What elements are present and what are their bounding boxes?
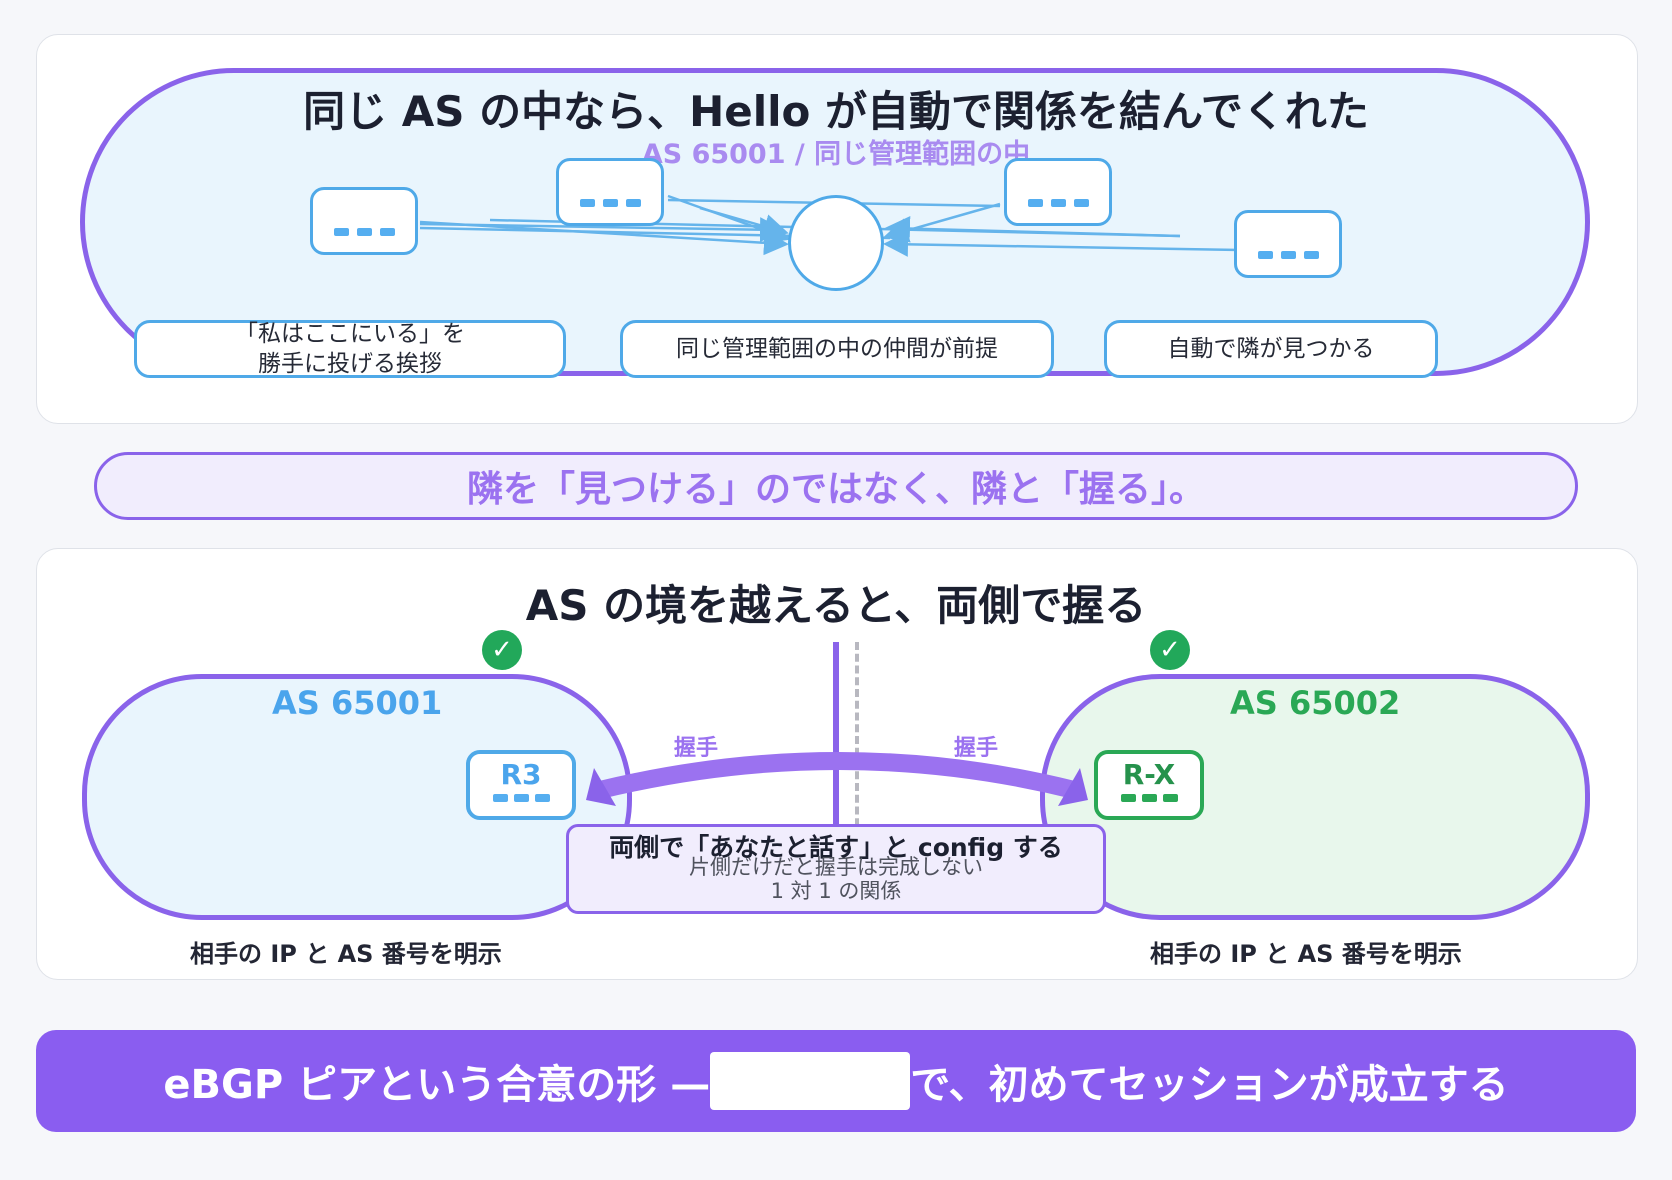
banner-text-after: で、初めてセッションが成立する: [910, 1062, 1509, 1108]
link-line: [419, 217, 785, 243]
router-2: [556, 158, 664, 226]
callout-line: 「私はここにいる」を: [235, 321, 465, 347]
check-icon: ✓: [1150, 630, 1190, 670]
handshake-arc-path: [597, 752, 1077, 799]
router-1: [310, 187, 418, 255]
callout-same-domain: 同じ管理範囲の中の仲間が前提: [620, 320, 1054, 378]
router-4: [1234, 210, 1342, 278]
as-boundary-line: [833, 642, 839, 838]
link-line: [883, 231, 1241, 257]
link-line: [699, 206, 789, 239]
as-area-label: AS 65001 / 同じ管理範囲の中: [641, 139, 1031, 170]
callout-auto-discover: 自動で隣が見つかる: [1104, 320, 1438, 378]
as-65001-label: AS 65001: [272, 684, 443, 722]
router-rx-label: R-X: [1122, 758, 1176, 791]
top-panel-title: 同じ AS の中なら、Hello が自動で関係を結んでくれた: [303, 87, 1369, 136]
left-as-caption: 相手の IP と AS 番号を明示: [190, 940, 502, 968]
handshake-label-left: 握手: [674, 736, 719, 761]
as-65002-label: AS 65002: [1230, 684, 1401, 722]
arrow-head-left: [586, 768, 616, 806]
summary-banner: eBGP ピアという合意の形 — 両側の明示で、初めてセッションが成立する: [36, 1030, 1636, 1132]
handshake-label-right: 握手: [954, 736, 999, 761]
check-icon: ✓: [482, 630, 522, 670]
router-3: [1004, 158, 1112, 226]
hello-hub: [788, 195, 884, 291]
callout-line: 同じ管理範囲の中の仲間が前提: [676, 336, 998, 362]
router-rx: R-X: [1094, 750, 1204, 820]
key-message-band: 隣を「見つける」のではなく、隣と「握る」。: [94, 452, 1578, 520]
callout-line: 自動で隣が見つかる: [1167, 336, 1375, 362]
note-line-2: 片側だけだと握手は完成しない: [689, 855, 983, 879]
right-as-caption: 相手の IP と AS 番号を明示: [1150, 940, 1462, 968]
banner-text-before: eBGP ピアという合意の形 —: [163, 1062, 711, 1108]
callout-hello-greeting: 「私はここにいる」を勝手に投げる挨拶: [134, 320, 566, 378]
link-line: [885, 216, 1181, 242]
arrow-head-right: [1058, 768, 1088, 806]
bottom-panel-title: AS の境を越えると、両側で握る: [525, 581, 1147, 630]
banner-redacted-text: 両側の明示: [710, 1052, 911, 1110]
handshake-note: 両側で「あなたと話す」と config する 片側だけだと握手は完成しない 1 …: [566, 824, 1106, 914]
router-r3: R3: [466, 750, 576, 820]
router-r3-label: R3: [500, 758, 542, 791]
note-line-1: 両側で「あなたと話す」と config する: [609, 833, 1063, 862]
callout-line: 勝手に投げる挨拶: [258, 351, 442, 377]
as-boundary-dashed: [855, 642, 859, 838]
note-line-3: 1 対 1 の関係: [770, 879, 902, 903]
